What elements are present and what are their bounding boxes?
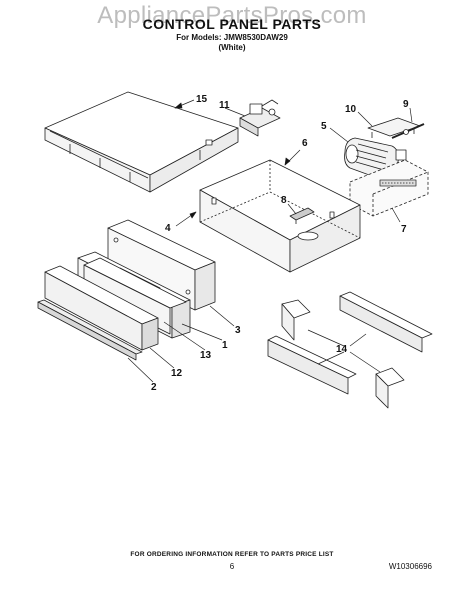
callout-3: 3: [235, 325, 241, 336]
callout-8: 8: [281, 195, 287, 206]
callout-15: 15: [196, 94, 208, 105]
part-6-control-housing: [199, 159, 361, 273]
callout-5: 5: [321, 121, 327, 132]
part-2-trim-strip: [37, 299, 143, 361]
callout-6: 6: [302, 138, 308, 149]
ordering-note: FOR ORDERING INFORMATION REFER TO PARTS …: [130, 551, 334, 558]
callout-2: 2: [151, 382, 157, 393]
models-line: For Models: JMW8530DAW29: [176, 33, 288, 42]
callout-1: 1: [222, 340, 228, 351]
callout-10: 10: [345, 104, 357, 115]
part-3-control-panel-frame: [107, 219, 216, 311]
watermark: AppliancePartsPros.com: [97, 2, 367, 29]
part-9-rod: [391, 123, 425, 139]
callout-14: 14: [336, 344, 348, 355]
callout-9: 9: [403, 99, 409, 110]
part-15-top-cover: [44, 91, 239, 193]
document-id: W10306696: [388, 562, 432, 571]
part-12-panel-overlay: [44, 265, 159, 351]
part-8-sensor: [289, 207, 315, 224]
callout-12: 12: [171, 368, 183, 379]
variant-line: (White): [218, 43, 246, 52]
callout-4: 4: [165, 223, 171, 234]
callout-13: 13: [200, 350, 212, 361]
callout-7: 7: [401, 224, 407, 235]
part-14-side-trims: [267, 291, 433, 409]
callout-11: 11: [219, 100, 230, 111]
page-number: 6: [229, 562, 235, 571]
page-title: CONTROL PANEL PARTS: [142, 16, 322, 32]
callout-numbers: 15 11 10 9 5 6 7 8 4 3 1 13 12 2 14: [151, 94, 409, 393]
part-11-switch-bracket: [239, 99, 281, 137]
leader-lines: [127, 99, 413, 383]
